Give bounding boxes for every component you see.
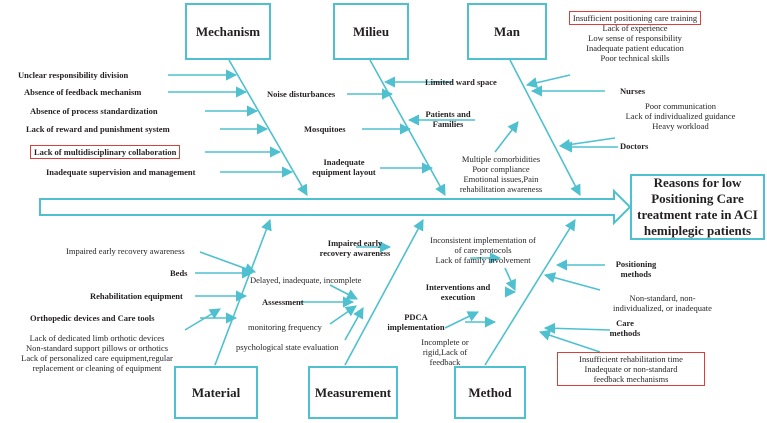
cause-assessment: Assessment: [262, 297, 304, 307]
cause-positioning-methods: Positioning methods: [615, 259, 657, 279]
category-mechanism: Mechanism: [185, 3, 271, 60]
cause-unclear-responsibility: Unclear responsibility division: [18, 70, 129, 80]
cause-doctors: Doctors: [620, 141, 649, 151]
highlight-training: Insufficient positioning care training: [568, 11, 702, 25]
category-measurement: Measurement: [308, 366, 398, 419]
cause-multidisciplinary: Lack of multidisciplinary collaboration: [30, 145, 181, 159]
cause-monitoring: monitoring frequency: [248, 322, 322, 332]
nurse-issues-list: Insufficient positioning care training L…: [555, 11, 715, 63]
cause-impaired-awareness-measurement: Impaired early recovery awareness: [319, 238, 391, 258]
cause-nurses: Nurses: [620, 86, 646, 96]
effect-box: Reasons for low Positioning Care treatme…: [630, 174, 765, 240]
cause-noise: Noise disturbances: [267, 89, 336, 99]
category-man: Man: [467, 3, 547, 60]
cause-beds: Beds: [170, 268, 188, 278]
cause-equipment-layout: Inadequate equipment layout: [312, 157, 376, 177]
cause-ward-space: Limited ward space: [425, 77, 497, 87]
cause-inconsistent: Inconsistent implementation of of care p…: [430, 235, 536, 265]
cause-reward-punishment: Lack of reward and punishment system: [26, 124, 170, 134]
cause-mosquitoes: Mosquitoes: [304, 124, 346, 134]
cause-delayed: Delayed, inadequate, incomplete: [250, 275, 362, 285]
doctor-issues-list: Poor communication Lack of individualize…: [625, 101, 736, 131]
category-milieu: Milieu: [333, 3, 409, 60]
category-material: Material: [174, 366, 258, 419]
care-issues-list: Insufficient rehabilitation time Inadequ…: [557, 352, 705, 386]
cause-absence-standardization: Absence of process standardization: [30, 106, 158, 116]
cause-rehab-equipment: Rehabilitation equipment: [90, 291, 183, 301]
cause-supervision: Inadequate supervision and management: [46, 167, 196, 177]
cause-pdca: PDCA implementation: [387, 312, 445, 332]
category-method: Method: [454, 366, 526, 419]
cause-orthopedic: Orthopedic devices and Care tools: [30, 313, 155, 323]
cause-impaired-awareness-material: Impaired early recovery awareness: [66, 246, 185, 256]
main-spine-arrow: [39, 188, 632, 226]
cause-care-methods: Care methods: [609, 318, 641, 338]
cause-absence-feedback: Absence of feedback mechanism: [24, 87, 142, 97]
cause-patients-families: Patients and Families: [425, 109, 471, 129]
cause-incomplete-feedback: Incomplete or rigid,Lack of feedback: [421, 337, 469, 367]
patient-issues-list: Multiple comorbidities Poor compliance E…: [459, 154, 543, 194]
cause-psych: psychological state evaluation: [236, 342, 339, 352]
device-issues-list: Lack of dedicated limb orthotic devices …: [21, 333, 173, 373]
cause-nonstandard: Non-standard, non- individualized, or in…: [613, 293, 712, 313]
cause-interventions: Interventions and execution: [425, 282, 491, 302]
